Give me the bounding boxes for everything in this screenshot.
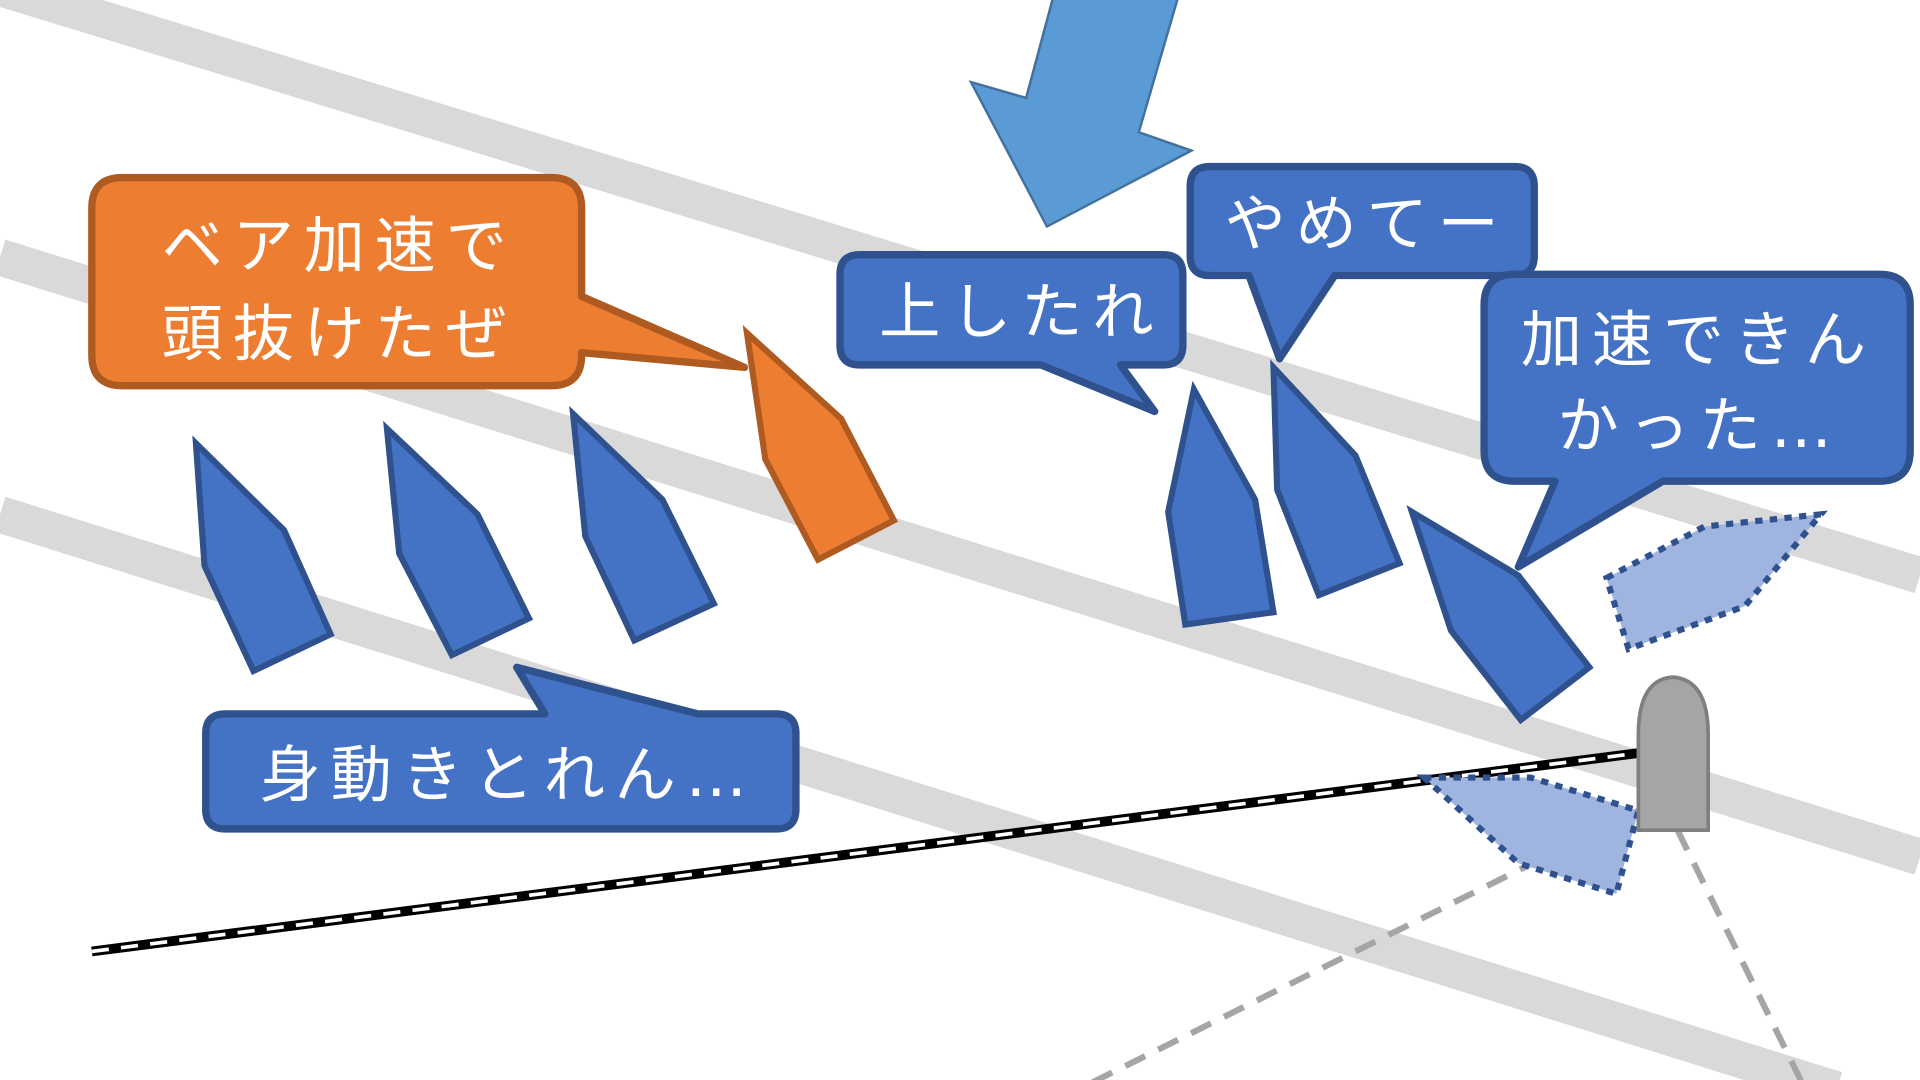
callout-text: ベア加速で bbox=[162, 211, 517, 282]
boat bbox=[383, 420, 534, 660]
callout-yamete: やめてー bbox=[1186, 162, 1538, 363]
callout-kasoku: 加速できん かった… bbox=[1480, 270, 1914, 571]
boat bbox=[1165, 380, 1277, 628]
layline bbox=[1090, 807, 1640, 1080]
boat bbox=[192, 435, 335, 676]
callout-text: かった… bbox=[1558, 391, 1842, 462]
callout-uwate: 上したれ bbox=[836, 251, 1187, 416]
wind-arrow-icon bbox=[968, 0, 1195, 229]
ghost-boat bbox=[1602, 510, 1828, 653]
callout-text: 頭抜けたぜ bbox=[162, 299, 517, 370]
orange-boat bbox=[742, 325, 899, 564]
callout-text: 加速できん bbox=[1521, 305, 1876, 376]
laylines bbox=[1090, 807, 1805, 1080]
mark-buoy bbox=[1636, 675, 1710, 833]
callout-text: 上したれ bbox=[879, 277, 1163, 348]
boat bbox=[569, 405, 719, 645]
callout-text: やめてー bbox=[1224, 189, 1508, 260]
callout-orange: ベア加速で 頭抜けたぜ bbox=[88, 173, 749, 390]
start-line bbox=[91, 748, 1639, 957]
callout-midouki: 身動きとれん… bbox=[202, 663, 800, 833]
layline bbox=[1674, 828, 1805, 1080]
boat bbox=[1406, 504, 1594, 725]
callout-text: 身動きとれん… bbox=[260, 740, 757, 811]
ghost-boat bbox=[1416, 774, 1643, 898]
boat bbox=[1270, 359, 1404, 600]
